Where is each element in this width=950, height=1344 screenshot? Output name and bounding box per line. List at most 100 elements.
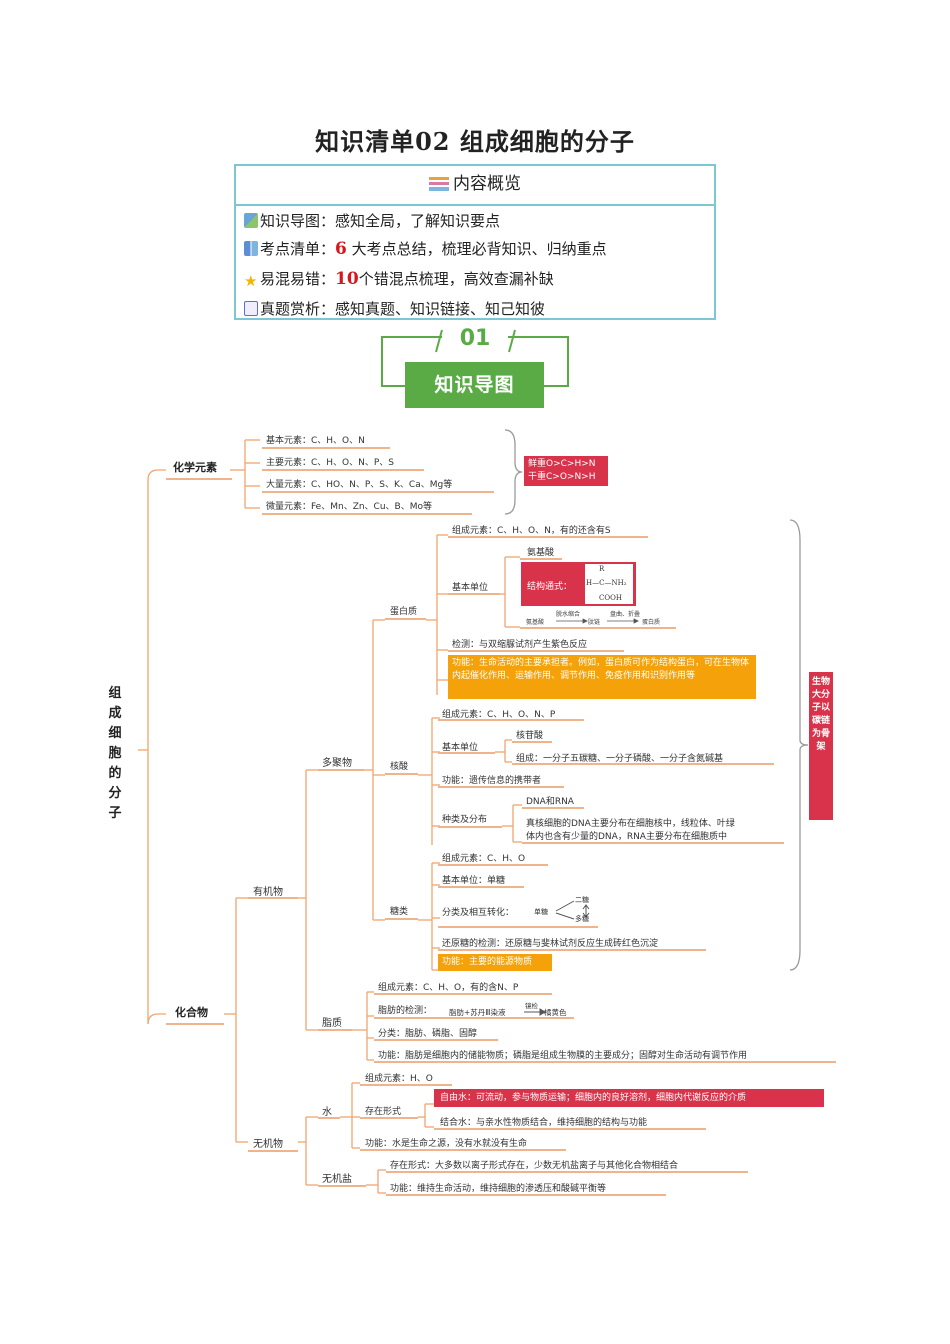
dry-weight-note: 干重C>O>N>H xyxy=(528,472,596,482)
separator: ： xyxy=(320,240,336,258)
formula-main: H—C—NH₂ xyxy=(586,579,627,587)
weight-note: 鲜重O>C>H>N 干重C>O>N>H xyxy=(524,456,608,486)
underline xyxy=(448,593,500,595)
overview-row-label: 知识导图 xyxy=(260,212,321,230)
protein-unit-label: 基本单位 xyxy=(452,583,489,593)
underline xyxy=(438,864,548,866)
page-title: 知识清单02 组成细胞的分子 xyxy=(315,127,635,156)
formula-box: 结构通式： R H—C—NH₂ COOH xyxy=(521,562,636,606)
underline xyxy=(438,826,502,828)
organic-label: 有机物 xyxy=(253,887,283,898)
underline xyxy=(438,752,495,754)
underline xyxy=(262,469,424,471)
underline xyxy=(360,1117,418,1119)
lipid-function: 功能：脂肪是细胞内的储能物质；磷脂是组成生物膜的主要成分；固醇对生命活动有调节作… xyxy=(378,1051,748,1061)
nucleotide-label: 核苷酸 xyxy=(516,731,544,741)
disaccharide: 二糖 xyxy=(575,896,589,904)
chem-main: 主要元素：C、H、O、N、P、S xyxy=(266,458,395,468)
underline xyxy=(318,769,364,771)
water-function: 功能：水是生命之源，没有水就没有生命 xyxy=(365,1139,528,1149)
chem-basic: 基本元素：C、H、O、N xyxy=(266,436,365,446)
salt-function: 功能：维持生命活动，维持细胞的渗透压和酸碱平衡等 xyxy=(390,1184,607,1194)
book-icon xyxy=(244,241,258,256)
underline xyxy=(385,918,418,920)
underline xyxy=(374,1017,574,1019)
chem-label: 化学元素 xyxy=(173,461,217,474)
compound-label: 化合物 xyxy=(175,1006,208,1019)
chain-peptide: 肽链 xyxy=(588,619,601,626)
underline xyxy=(438,786,564,788)
overview-row-mistakes: ★易混易错：10个错混点梳理，高效查漏补缺 xyxy=(244,268,554,289)
overview-row-text: 感知真题、知识链接、知己知彼 xyxy=(335,300,546,318)
formula-cooh: COOH xyxy=(599,594,622,602)
lipid-classes: 分类：脂肪、磷脂、固醇 xyxy=(378,1029,478,1039)
monosaccharide: 单糖 xyxy=(534,908,548,916)
protein-elements: 组成元素：C、H、O、N，有的还含有S xyxy=(452,526,611,536)
fresh-weight-note: 鲜重O>C>H>N xyxy=(528,459,596,469)
underline xyxy=(522,807,584,809)
free-water: 自由水：可流动，参与物质运输；细胞内的良好溶剂，细胞内代谢反应的介质 xyxy=(434,1089,824,1107)
protein-test: 检测：与双缩脲试剂产生紫色反应 xyxy=(452,640,588,650)
overview-heading: 内容概览 xyxy=(453,174,521,194)
underline xyxy=(520,627,676,629)
lipid-test-label: 脂肪的检测： xyxy=(378,1006,433,1016)
underline xyxy=(385,618,426,620)
chain-amino: 氨基酸 xyxy=(526,619,545,626)
carbon-skeleton-note: 生物大分子以碳链为骨架 xyxy=(809,672,833,820)
underline xyxy=(448,650,624,652)
nucleic-distribution-2: 体内也含有少量的DNA，RNA主要分布在细胞质中 xyxy=(526,832,727,842)
underline xyxy=(262,491,494,493)
underline xyxy=(166,1023,224,1025)
underline xyxy=(262,447,390,449)
underline xyxy=(438,949,706,951)
underline xyxy=(166,478,232,480)
inorganic-label: 无机物 xyxy=(253,1139,283,1150)
overview-row-map: 知识导图：感知全局，了解知识要点 xyxy=(244,210,500,231)
star-icon: ★ xyxy=(244,272,258,290)
chem-macro: 大量元素：C、HO、N、P、S、K、Ca、Mg等 xyxy=(266,480,453,490)
overview-row-text: 感知全局，了解知识要点 xyxy=(335,212,501,230)
nucleic-elements: 组成元素：C、H、O、N、P xyxy=(442,710,556,720)
underline xyxy=(512,741,552,743)
underline xyxy=(248,897,298,899)
salt-form: 存在形式：大多数以离子形式存在，少数无机盐离子与其他化合物相结合 xyxy=(390,1161,679,1171)
nucleic-function: 功能：遗传信息的携带者 xyxy=(442,776,542,786)
amino-acid-formula: R H—C—NH₂ COOH xyxy=(585,564,633,604)
protein-label: 蛋白质 xyxy=(390,607,418,617)
overview-row-checklist: 考点清单：6 大考点总结，梳理必背知识、归纳重点 xyxy=(244,238,607,259)
salt-label: 无机盐 xyxy=(322,1174,352,1185)
overview-row-number: 6 xyxy=(335,239,347,259)
nucleic-distribution-1: 真核细胞的DNA主要分布在细胞核中，线粒体、叶绿 xyxy=(526,819,735,829)
water-label: 水 xyxy=(322,1107,332,1118)
clipboard-icon xyxy=(244,301,258,316)
underline xyxy=(318,1029,352,1031)
overview-row-label: 考点清单 xyxy=(260,240,321,258)
underline xyxy=(386,1171,748,1173)
separator: ： xyxy=(320,270,336,288)
underline xyxy=(438,926,598,928)
list-icon xyxy=(429,177,449,191)
underline xyxy=(512,763,774,765)
bound-water: 结合水：与亲水性物质结合，维持细胞的结构与功能 xyxy=(440,1118,648,1128)
root-label: 组成细胞的分子 xyxy=(108,686,122,821)
underline xyxy=(520,558,562,560)
chain-condense: 脱水缩合 xyxy=(556,611,581,618)
underline xyxy=(318,1117,340,1119)
water-elements: 组成元素：H、O xyxy=(365,1074,433,1084)
underline xyxy=(374,1039,498,1041)
underline xyxy=(438,886,524,888)
underline xyxy=(374,1061,836,1063)
separator: ： xyxy=(320,300,336,318)
section-frame xyxy=(381,329,569,387)
nucleic-label: 核酸 xyxy=(390,762,409,772)
chain-fold: 盘曲、折叠 xyxy=(610,611,641,618)
sugar-test: 还原糖的检测：还原糖与斐林试剂反应生成砖红色沉淀 xyxy=(442,939,659,949)
sugar-elements: 组成元素：C、H、O xyxy=(442,854,526,864)
lipid-test-reagent: 脂肪+苏丹Ⅲ染液 xyxy=(449,1008,506,1017)
formula-label: 结构通式： xyxy=(527,582,573,592)
underline xyxy=(448,536,648,538)
underline xyxy=(318,1185,366,1187)
underline xyxy=(385,773,418,775)
section-title: 知识导图 xyxy=(405,362,544,408)
